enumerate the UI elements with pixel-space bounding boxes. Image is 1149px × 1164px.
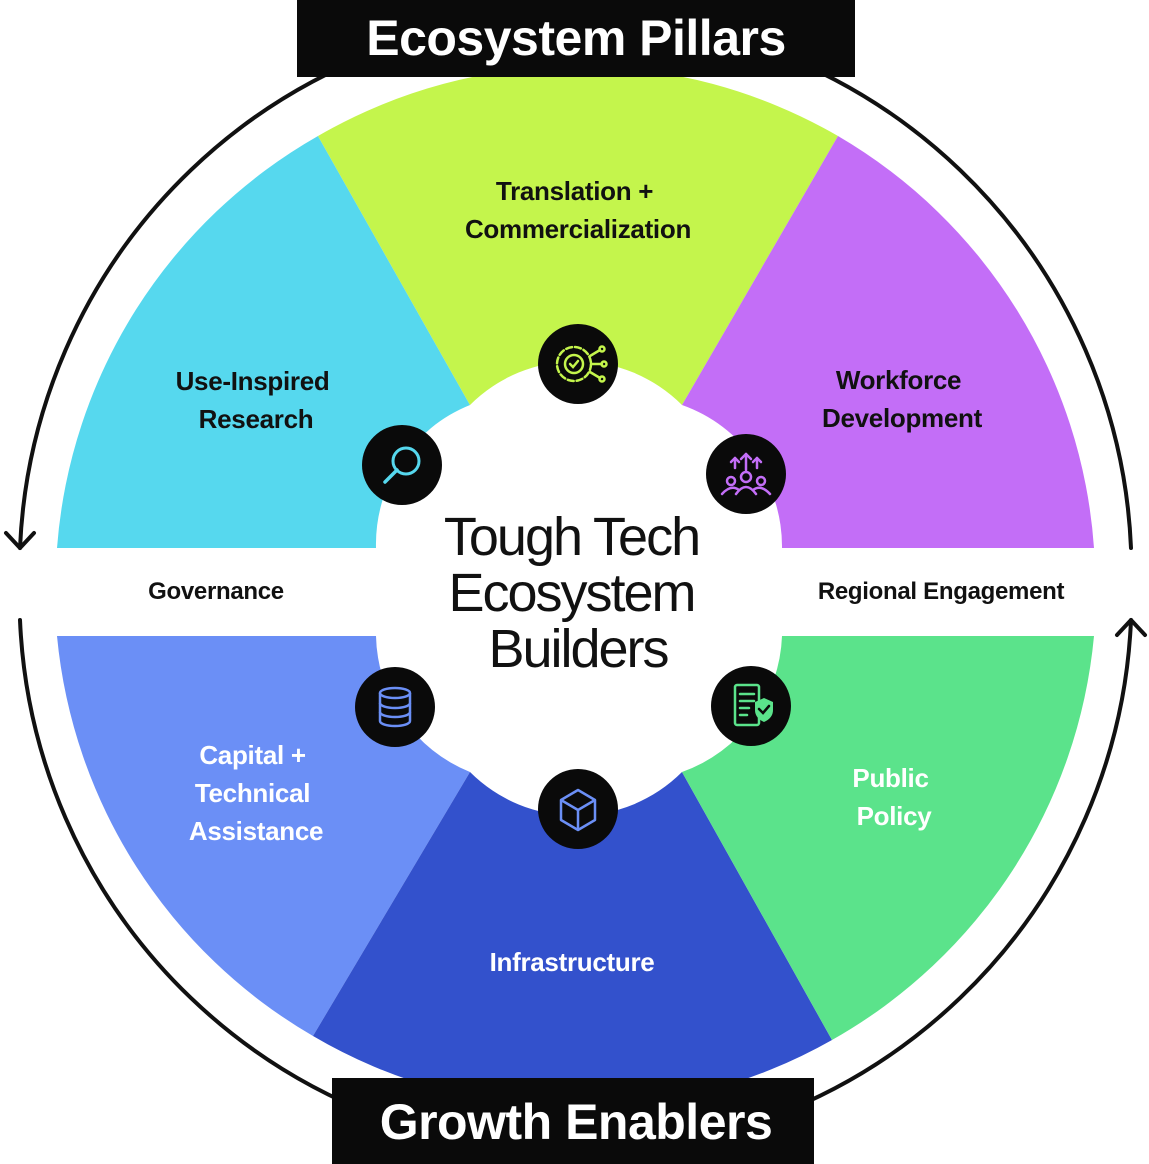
governance-label: Governance bbox=[148, 578, 284, 605]
label-translation-commercialization: Translation + Commercialization bbox=[465, 176, 691, 244]
database-icon bbox=[355, 667, 435, 747]
segment-labels: Use-Inspired Research Translation + Comm… bbox=[176, 176, 983, 977]
bottom-banner-title: Growth Enablers bbox=[380, 1094, 773, 1150]
segment-infrastructure[interactable] bbox=[313, 772, 832, 1108]
policy-document-icon bbox=[711, 666, 791, 746]
segment-capital-technical-assistance[interactable] bbox=[57, 636, 470, 1036]
pillar-segments bbox=[57, 66, 1094, 1108]
gear-network-icon bbox=[538, 324, 618, 404]
label-public-policy: Public Policy bbox=[852, 763, 935, 831]
label-workforce-development: Workforce Development bbox=[822, 365, 983, 433]
label-use-inspired-research: Use-Inspired Research bbox=[176, 366, 337, 434]
regional-engagement-label: Regional Engagement bbox=[818, 578, 1065, 605]
left-arrowhead-icon bbox=[4, 531, 36, 550]
bottom-banner: Growth Enablers bbox=[332, 1078, 814, 1164]
segment-public-policy[interactable] bbox=[682, 636, 1094, 1040]
top-banner-title: Ecosystem Pillars bbox=[366, 10, 786, 66]
segment-use-inspired-research[interactable] bbox=[57, 136, 470, 548]
segment-workforce-development[interactable] bbox=[682, 136, 1094, 548]
segment-translation-commercialization[interactable] bbox=[318, 66, 838, 405]
people-growth-icon bbox=[706, 434, 786, 514]
top-banner: Ecosystem Pillars bbox=[297, 0, 855, 77]
label-infrastructure: Infrastructure bbox=[490, 947, 655, 977]
center-title: Tough Tech Ecosystem Builders bbox=[444, 507, 712, 679]
magnifier-icon bbox=[362, 425, 442, 505]
label-capital-technical-assistance: Capital + Technical Assistance bbox=[189, 740, 323, 846]
right-arrowhead-icon bbox=[1115, 618, 1147, 637]
cube-icon bbox=[538, 769, 618, 849]
